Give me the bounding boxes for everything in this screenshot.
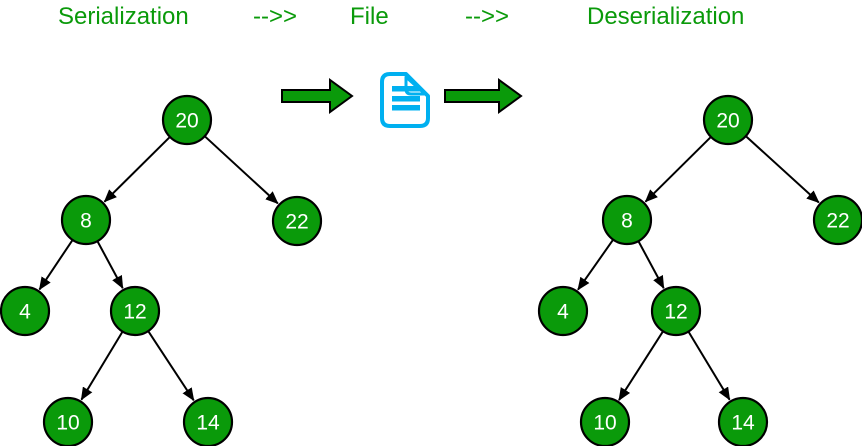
header-arrow-text-1: -->> <box>253 3 298 30</box>
tree-edge-12-14 <box>687 330 731 401</box>
tree-node-22 <box>812 194 862 246</box>
header-label-serialization: Serialization <box>58 3 189 30</box>
tree-node-label: 10 <box>56 412 79 435</box>
tree-node-label: 20 <box>175 110 198 133</box>
header-arrow-text-2: -->> <box>465 3 510 30</box>
file-icon-text-line <box>392 105 420 111</box>
tree-node-12 <box>109 285 161 337</box>
tree-edge-8-4 <box>577 239 615 291</box>
header-label-deserialization: Deserialization <box>587 3 745 30</box>
serialization-arrow-icon <box>281 78 354 114</box>
tree-edge-20-22 <box>204 135 279 205</box>
tree-edge-8-4 <box>38 239 74 291</box>
tree-node-22 <box>271 195 323 247</box>
tree-edge-12-14 <box>147 330 195 402</box>
tree-node-label: 8 <box>621 210 633 233</box>
deserialization-arrow-icon <box>444 78 523 114</box>
tree-node-20 <box>161 94 213 146</box>
tree-node-label: 4 <box>19 301 31 324</box>
tree-edge-12-10 <box>80 330 124 401</box>
tree-node-label: 4 <box>557 301 569 324</box>
tree-node-20 <box>702 94 754 146</box>
tree-edge-12-10 <box>618 330 664 401</box>
tree-node-label: 10 <box>593 412 616 435</box>
file-icon-text-line <box>392 96 420 102</box>
header-label-file: File <box>350 3 389 30</box>
tree-node-label: 12 <box>123 301 146 324</box>
tree-edge-20-8 <box>644 136 712 203</box>
tree-node-8 <box>601 194 653 246</box>
tree-node-4 <box>0 285 51 337</box>
file-icon <box>380 72 430 128</box>
tree-node-8 <box>60 194 112 246</box>
tree-edge-8-12 <box>96 240 124 289</box>
tree-node-label: 20 <box>716 110 739 133</box>
serialization-tree: 20 8 22 4 12 10 14 <box>0 94 323 446</box>
tree-node-label: 22 <box>285 211 308 234</box>
tree-node-label: 14 <box>731 412 755 435</box>
tree-node-label: 8 <box>80 210 92 233</box>
tree-node-14 <box>717 396 769 446</box>
tree-edge-8-12 <box>637 240 665 289</box>
tree-node-14 <box>182 396 234 446</box>
tree-node-12 <box>650 285 702 337</box>
file-icon-text-line <box>392 86 420 92</box>
deserialization-tree: 20 8 22 4 12 10 14 <box>537 94 862 446</box>
tree-node-label: 14 <box>196 412 220 435</box>
tree-edge-20-8 <box>103 136 171 203</box>
tree-node-4 <box>537 285 589 337</box>
tree-node-10 <box>579 396 631 446</box>
tree-node-10 <box>42 396 94 446</box>
tree-node-label: 22 <box>826 210 849 233</box>
tree-node-label: 12 <box>664 301 687 324</box>
tree-edge-20-22 <box>745 135 820 204</box>
